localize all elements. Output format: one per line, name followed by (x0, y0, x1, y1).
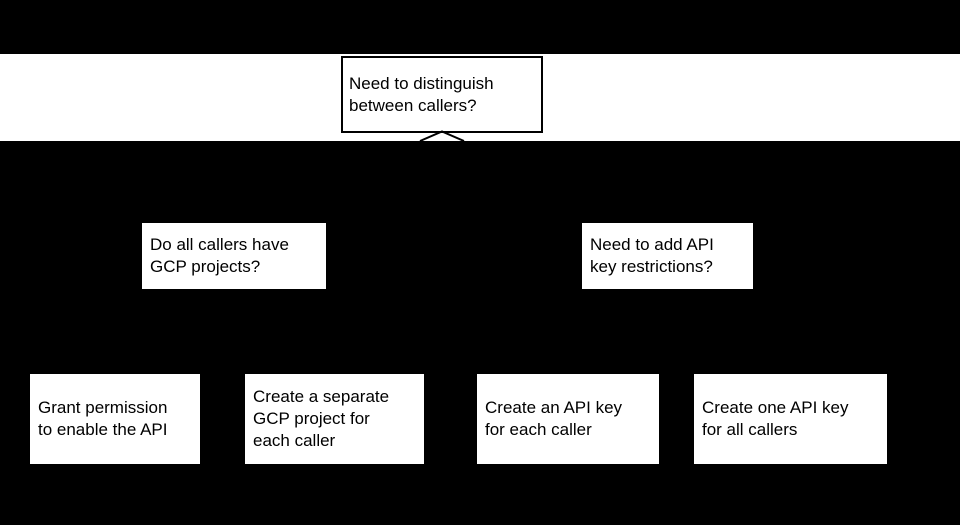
decision-node-label: Do all callers have GCP projects? (150, 235, 289, 276)
branch-split-lines (419, 130, 465, 141)
decision-node-label: Need to distinguish between callers? (349, 73, 494, 115)
result-node-grant-permission: Grant permission to enable the API (30, 374, 200, 464)
result-node-label: Create an API key for each caller (485, 398, 623, 439)
result-node-separate-gcp-project: Create a separate GCP project for each c… (245, 374, 424, 464)
decision-node-gcp-projects: Do all callers have GCP projects? (142, 223, 326, 289)
decision-node-distinguish-callers: Need to distinguish between callers? (341, 56, 543, 133)
decision-node-label: Need to add API key restrictions? (590, 235, 714, 276)
result-node-label: Create a separate GCP project for each c… (253, 387, 390, 450)
result-node-api-key-all-callers: Create one API key for all callers (694, 374, 887, 464)
decision-node-api-key-restrictions: Need to add API key restrictions? (582, 223, 753, 289)
result-node-label: Create one API key for all callers (702, 398, 849, 439)
result-node-api-key-per-caller: Create an API key for each caller (477, 374, 659, 464)
result-node-label: Grant permission to enable the API (38, 398, 168, 439)
branch-split-icon (419, 130, 465, 141)
